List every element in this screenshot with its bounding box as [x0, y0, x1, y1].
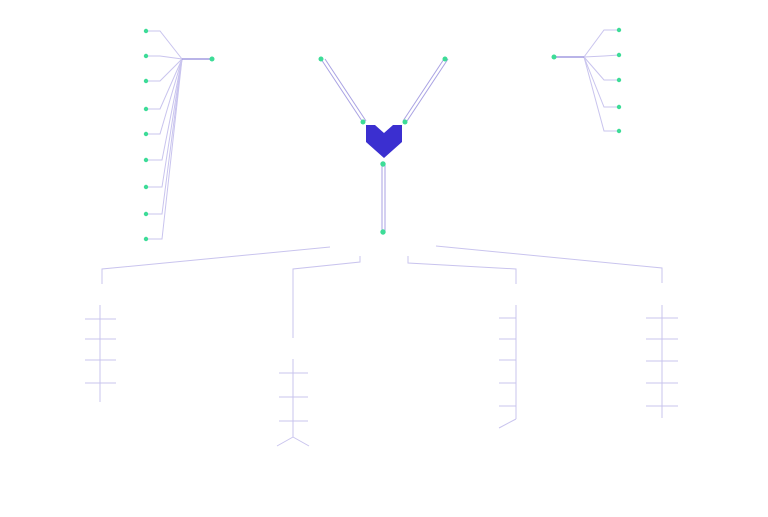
left-leaf-node: [143, 53, 149, 59]
branch-far-left: [101, 246, 331, 284]
center-bottom-end-node: [380, 229, 386, 235]
right-hub-node: [551, 54, 557, 60]
right-fan-edges: [583, 29, 620, 132]
right-leaf-node: [616, 52, 622, 58]
tree-far-left: [85, 305, 116, 402]
left-leaf-node: [143, 106, 149, 112]
left-leaf-node: [143, 157, 149, 163]
left-leaf-node: [143, 236, 149, 242]
right-leaf-node: [616, 77, 622, 83]
branch-mid-left: [292, 256, 361, 338]
bottom-branches: [101, 245, 663, 338]
left-hub-node: [209, 56, 215, 62]
right-leaf-node: [616, 128, 622, 134]
left-leaf-node: [143, 184, 149, 190]
left-fan-cluster: [146, 30, 212, 240]
center-bottom-port-node: [380, 161, 386, 167]
tree-far-right: [646, 305, 678, 418]
center-connections: [320, 58, 449, 231]
left-leaf-node: [143, 131, 149, 137]
left-leaf-node: [143, 78, 149, 84]
center-left-port-node: [360, 119, 366, 125]
tree-mid-left: [276, 359, 310, 447]
right-leaf-node: [616, 27, 622, 33]
center-top-right-node: [442, 56, 448, 62]
left-fan-edges: [146, 30, 183, 240]
heart-chevron-logo-icon: [366, 125, 402, 158]
left-leaf-node: [143, 28, 149, 34]
branch-far-right: [435, 245, 663, 283]
center-top-left-node: [318, 56, 324, 62]
tree-mid-right: [498, 305, 517, 429]
right-fan-cluster: [554, 29, 620, 132]
center-right-port-node: [402, 119, 408, 125]
right-leaf-node: [616, 104, 622, 110]
nodes: [143, 27, 622, 242]
left-leaf-node: [143, 211, 149, 217]
branch-mid-right: [407, 256, 517, 284]
